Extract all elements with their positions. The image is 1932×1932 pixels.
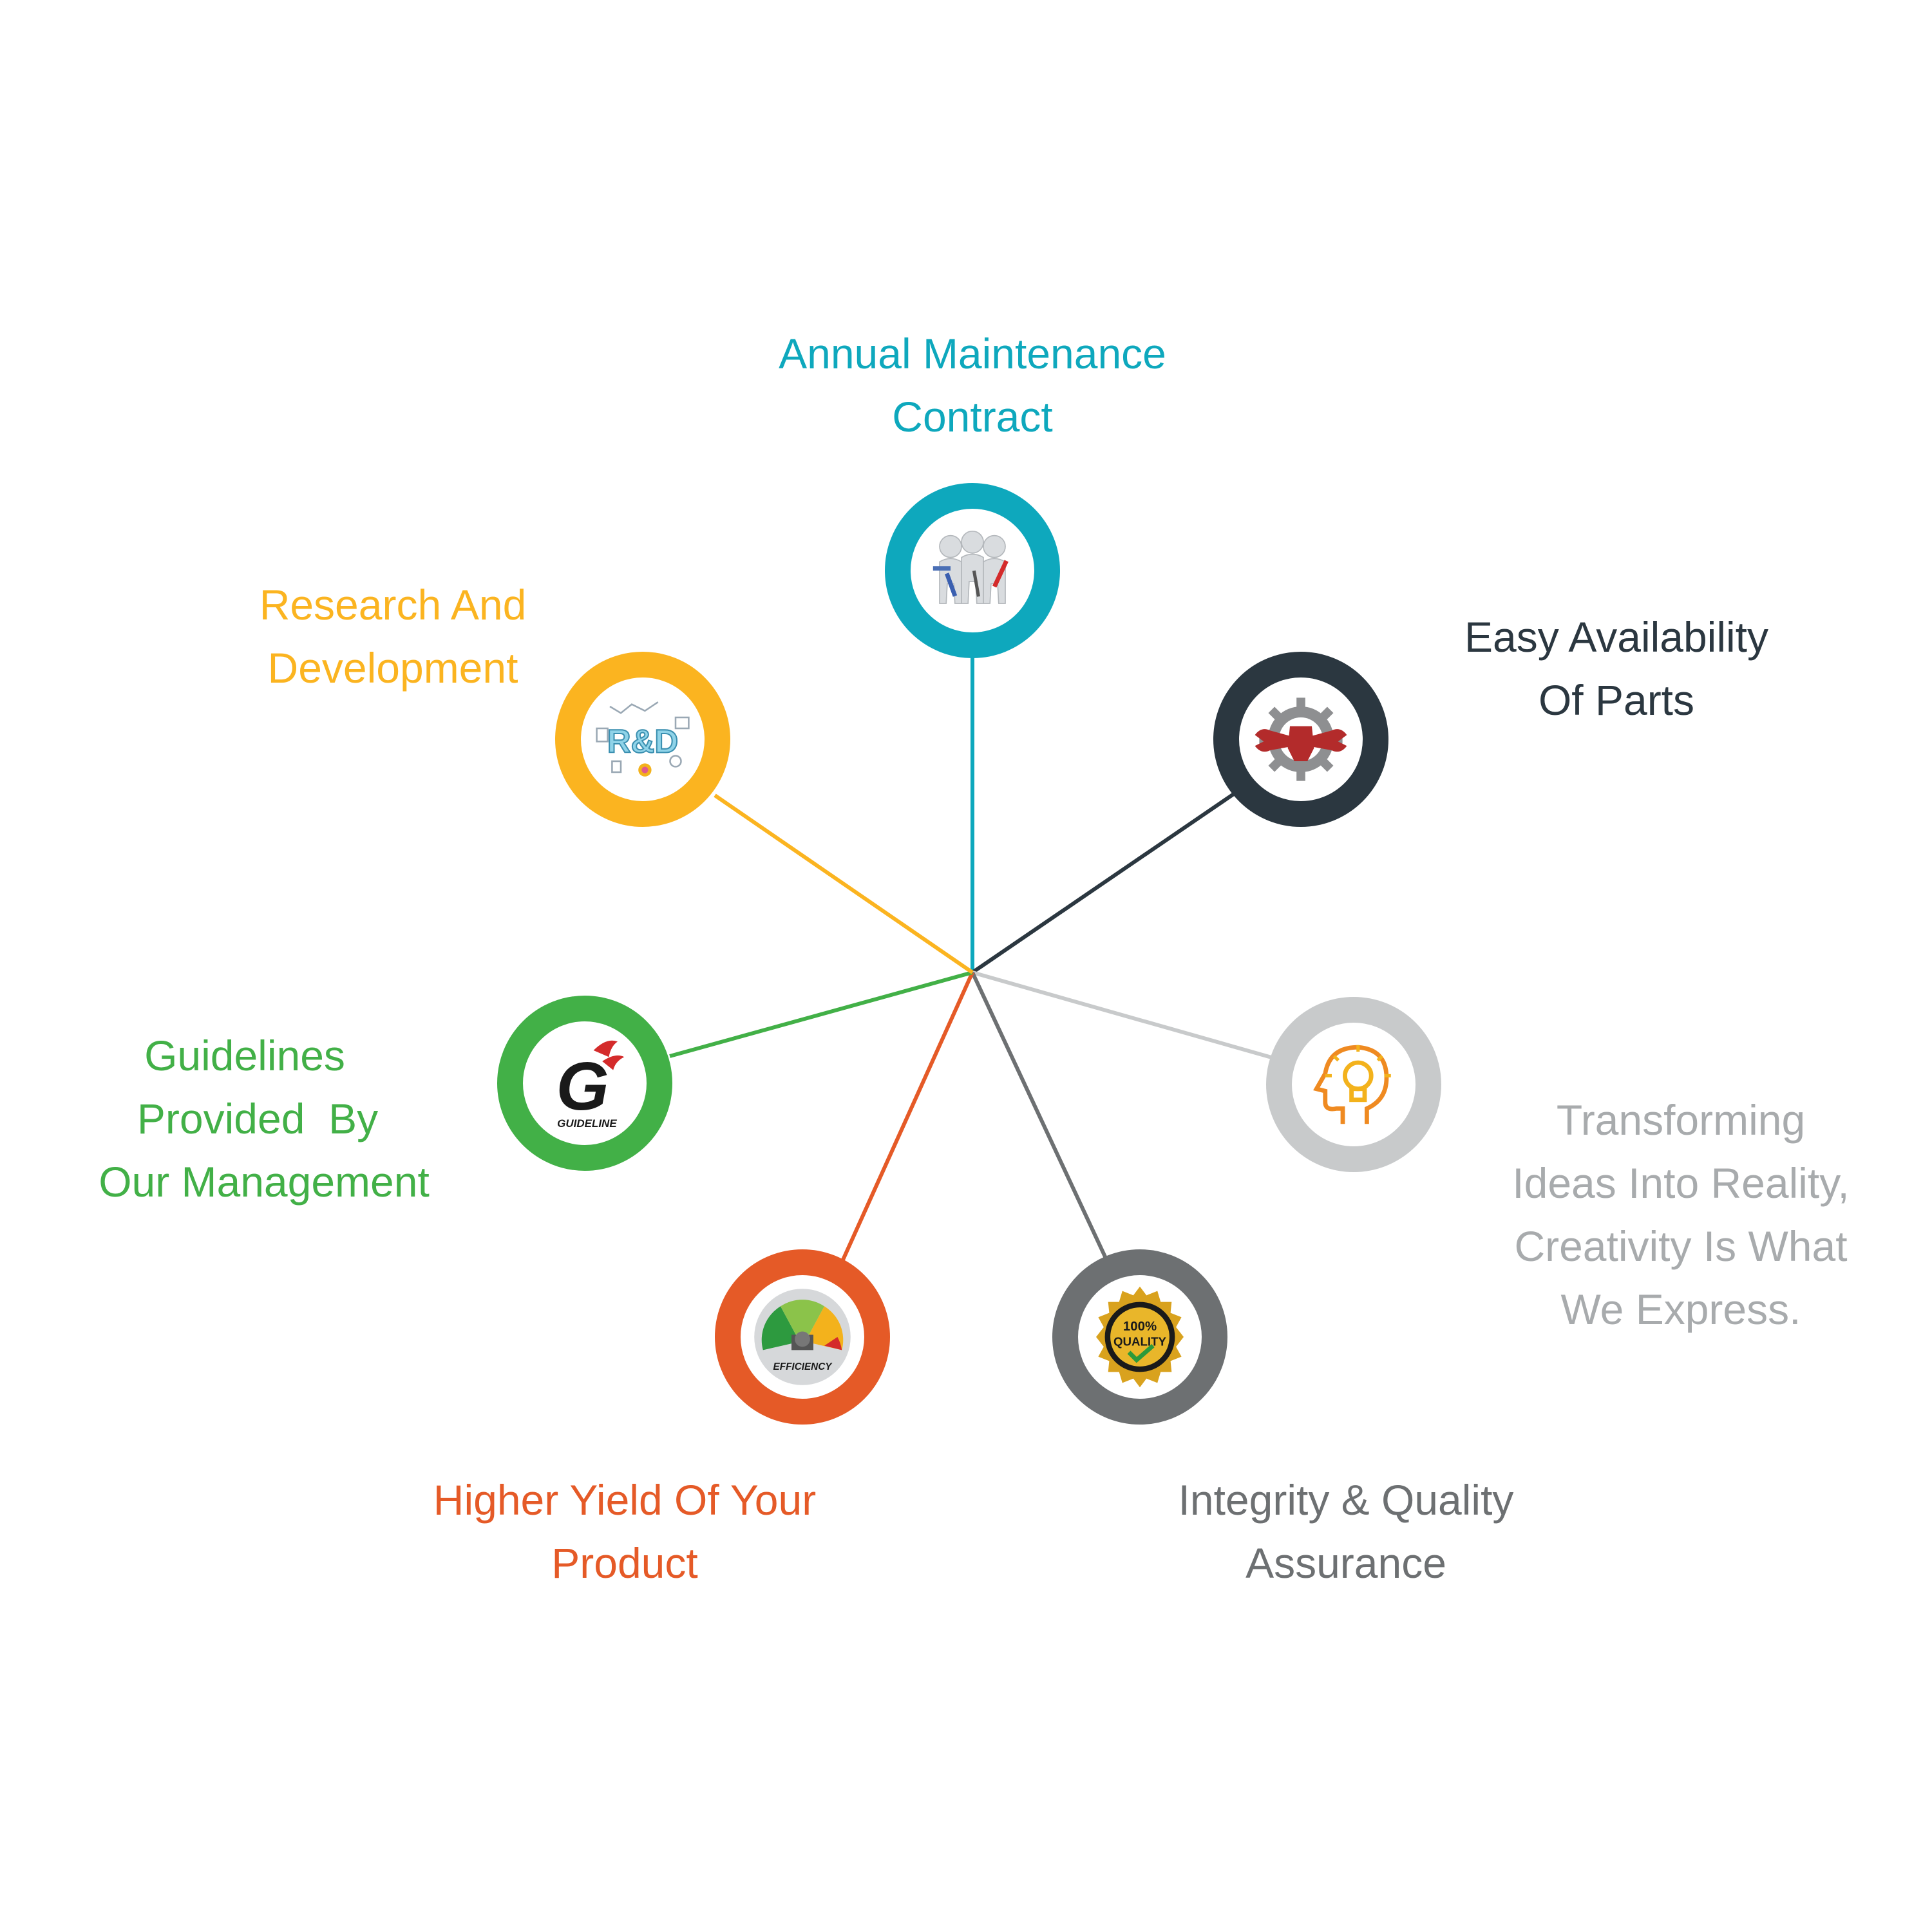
label-guidelines: Guidelines Provided By Our Management — [99, 1032, 430, 1206]
research-development-icon: R&D — [596, 701, 690, 777]
node-transforming-ideas — [1266, 997, 1441, 1172]
seal-percent-text: 100% — [1123, 1320, 1157, 1334]
node-integrity-quality: 100% QUALITY — [1052, 1249, 1227, 1425]
label-transforming-ideas: Transforming Ideas Into Reality, Creativ… — [1512, 1096, 1850, 1333]
spoke-guidelines — [669, 971, 973, 1058]
label-annual-maintenance: Annual Maintenance Contract — [779, 330, 1166, 440]
label-easy-availability: Easy Availability Of Parts — [1464, 613, 1769, 724]
gear-wrench-fist-icon — [1255, 697, 1347, 781]
spoke-transforming-ideas — [972, 971, 1279, 1061]
guideline-caption: GUIDELINE — [557, 1117, 617, 1130]
label-research-development: Research And Development — [259, 581, 527, 692]
efficiency-gauge-icon: EFFICIENCY — [754, 1289, 851, 1385]
node-easy-availability — [1213, 652, 1388, 827]
quality-seal-icon: 100% QUALITY — [1096, 1286, 1184, 1388]
spoke-integrity-quality — [971, 971, 1110, 1264]
label-integrity-quality: Integrity & Quality Assurance — [1178, 1476, 1514, 1587]
node-higher-yield: EFFICIENCY — [715, 1249, 890, 1425]
guideline-letter: G — [556, 1049, 609, 1124]
spoke-research-development — [714, 793, 974, 974]
head-lightbulb-icon — [1313, 1045, 1391, 1124]
spoke-higher-yield — [838, 971, 974, 1267]
node-annual-maintenance — [885, 483, 1060, 658]
rd-text: R&D — [607, 723, 679, 759]
team-tools-icon — [933, 530, 1009, 604]
label-higher-yield: Higher Yield Of Your Product — [433, 1476, 817, 1587]
efficiency-caption: EFFICIENCY — [773, 1361, 833, 1372]
spoke-easy-availability — [971, 790, 1238, 974]
seal-quality-text: QUALITY — [1113, 1335, 1167, 1349]
node-guidelines: G GUIDELINE — [497, 996, 672, 1171]
guideline-g-icon: G GUIDELINE — [556, 1040, 625, 1130]
